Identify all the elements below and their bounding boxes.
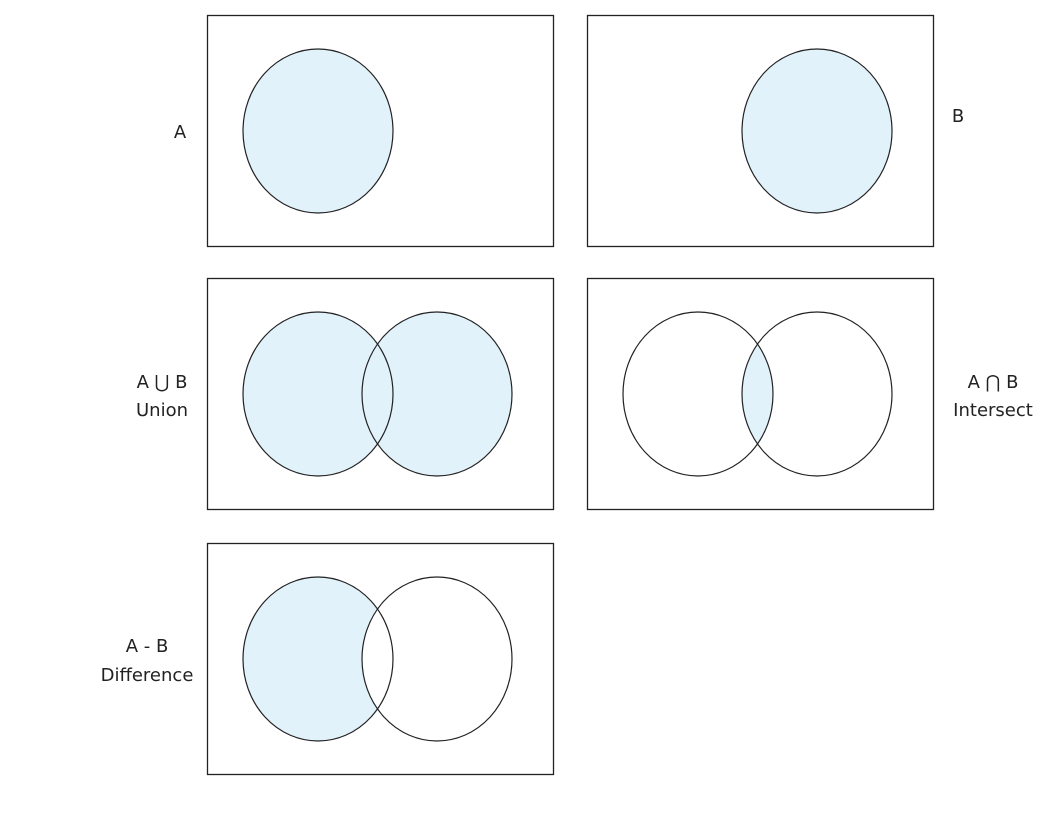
circle-a-fill [243, 312, 393, 476]
circle-b [361, 576, 513, 742]
label-b: B [952, 106, 964, 127]
circle-a [242, 311, 394, 477]
panel-a: A [174, 14, 555, 248]
circle-a [242, 576, 394, 742]
label-a: A [174, 122, 187, 143]
label-union-name: Union [136, 400, 188, 421]
circle-b [741, 311, 893, 477]
label-intersect-symbol: A ⋂ B [968, 372, 1019, 393]
panel-difference: A - B Difference [101, 542, 555, 776]
label-difference-name: Difference [101, 665, 194, 686]
label-intersect-name: Intersect [953, 400, 1033, 421]
panel-b: B [586, 14, 964, 248]
label-union-symbol: A ⋃ B [137, 372, 188, 393]
difference-region [243, 577, 393, 741]
panel-intersect: A ⋂ B Intersect [586, 277, 1033, 511]
circle-a [242, 48, 394, 214]
panel-union: A ⋃ B Union [136, 277, 555, 511]
label-difference-symbol: A - B [126, 636, 169, 657]
circle-b [741, 48, 893, 214]
circle-b [361, 311, 513, 477]
circle-a [622, 311, 774, 477]
circle-b-fill [362, 312, 512, 476]
